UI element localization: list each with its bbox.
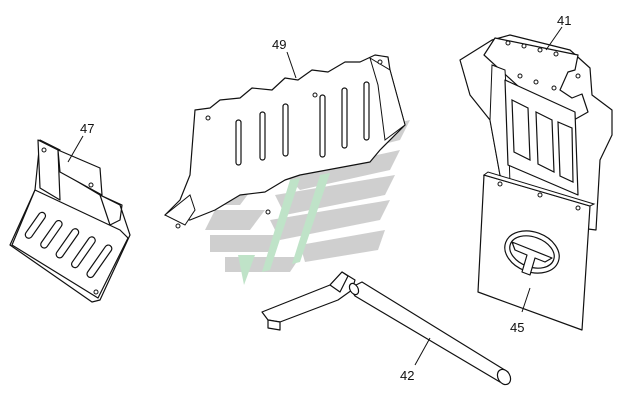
watermark-green-bar-1 <box>262 178 300 272</box>
watermark-green-bar-2 <box>292 173 330 264</box>
part-47-slot-1 <box>24 211 47 239</box>
part-49-hole-3 <box>377 59 383 65</box>
part-47-bracket <box>9 139 131 303</box>
watermark-chevron-4 <box>270 200 390 240</box>
leader-42 <box>414 337 431 366</box>
part-41-hole-8 <box>575 73 581 79</box>
part-49-hole-5 <box>265 209 271 215</box>
callout-47: 47 <box>80 121 94 136</box>
part-49-slot-6 <box>363 81 370 141</box>
watermark-logo <box>205 120 410 285</box>
part-45-mudflap <box>477 171 596 331</box>
part-49-slot-3 <box>282 103 289 157</box>
part-47-slot-2 <box>40 219 63 249</box>
part-41-hole-5 <box>517 73 523 79</box>
part-49-hole-2 <box>312 92 318 98</box>
part-41-window-1 <box>511 99 531 161</box>
part-42-rod-bracket <box>261 271 512 386</box>
leader-45 <box>521 287 531 313</box>
part-47-hole-3 <box>93 289 99 295</box>
callout-45: 45 <box>510 320 524 335</box>
part-45-emblem <box>504 230 560 276</box>
part-49-slot-4 <box>319 94 326 158</box>
callout-49: 49 <box>272 37 286 52</box>
part-45-hole-2 <box>537 192 543 198</box>
watermark-stripe-3 <box>210 235 280 252</box>
part-45-hole-3 <box>575 205 581 211</box>
part-41-hole-6 <box>533 79 539 85</box>
part-47-hole-2 <box>88 182 94 188</box>
part-41-hole-1 <box>505 40 511 46</box>
watermark-stripe-4 <box>225 257 300 272</box>
part-49-hole-4 <box>175 223 181 229</box>
part-45-hole-1 <box>497 181 503 187</box>
watermark-green-triangle <box>238 255 255 285</box>
leader-41 <box>545 26 563 51</box>
callout-41: 41 <box>557 13 571 28</box>
leader-49 <box>286 51 297 79</box>
part-49-slot-1 <box>235 119 242 166</box>
part-47-slot-5 <box>86 244 113 279</box>
part-41-mudguard <box>459 34 613 231</box>
part-41-hole-4 <box>553 51 559 57</box>
part-41-hole-7 <box>551 85 557 91</box>
part-49-slot-5 <box>341 87 348 149</box>
part-49-shield <box>164 54 406 229</box>
leader-47 <box>67 135 84 163</box>
part-49-hole-1 <box>205 115 211 121</box>
part-41-hole-2 <box>521 43 527 49</box>
part-47-slot-3 <box>55 228 80 259</box>
watermark-chevron-5 <box>300 230 385 262</box>
part-41-window-3 <box>557 121 574 183</box>
part-47-hole-1 <box>41 147 47 153</box>
watermark-stripe-2 <box>205 210 265 230</box>
part-41-hole-3 <box>537 47 543 53</box>
part-49-slot-2 <box>259 111 266 161</box>
callout-42: 42 <box>400 368 414 383</box>
part-41-window-2 <box>535 111 555 173</box>
part-47-slot-4 <box>70 236 96 269</box>
watermark-chevron-3 <box>275 175 395 215</box>
